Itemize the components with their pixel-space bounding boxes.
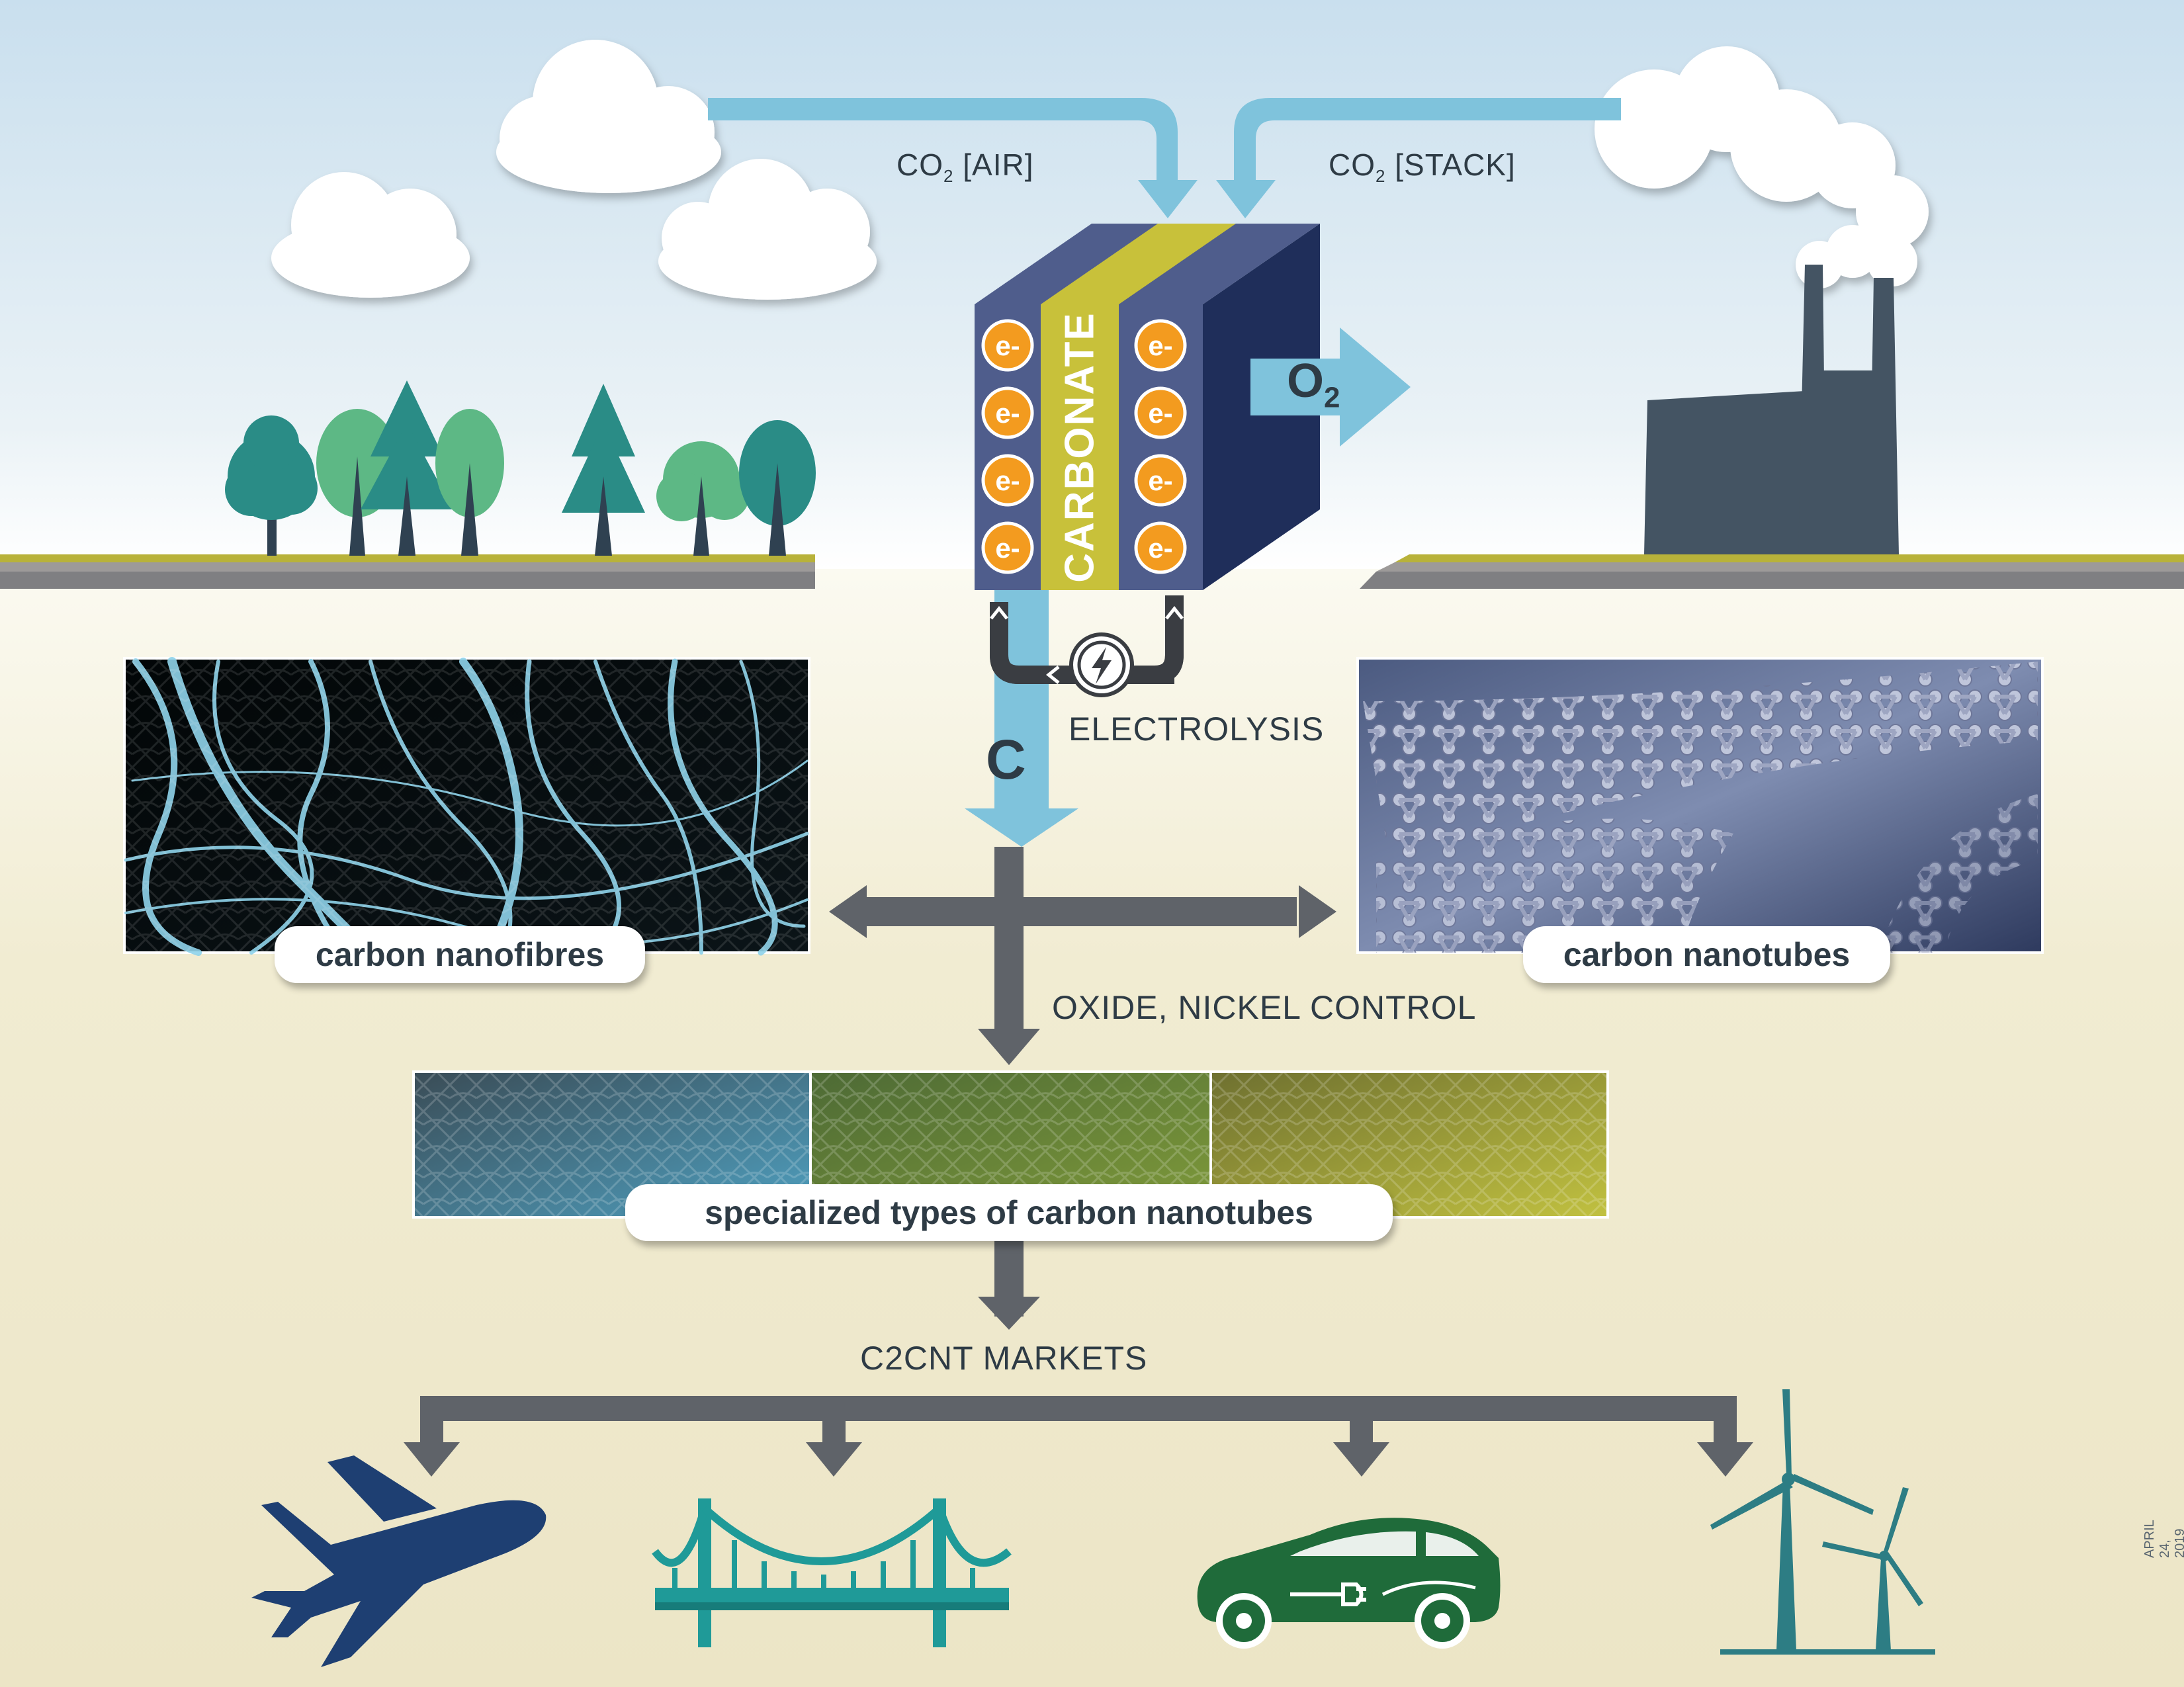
o2-arrow (1250, 327, 1411, 447)
carbon-nanofibres-caption: carbon nanofibres (275, 926, 645, 983)
carbon-output-arrow (965, 590, 1078, 847)
electron-column-left: e-e-e-e- (981, 319, 1034, 574)
tree-group (225, 380, 816, 556)
electron-label: e- (1148, 465, 1172, 496)
electron-icon: e- (1134, 521, 1187, 574)
cloud-icon (496, 40, 721, 193)
cloud-icon (658, 159, 877, 300)
carbon-nanotubes-caption: carbon nanotubes (1523, 926, 1890, 983)
carbonate-band (1041, 304, 1119, 590)
bridge-icon (652, 1498, 1012, 1647)
co2-air-label: CO2 [AIR] (896, 148, 1034, 187)
electron-label: e- (1148, 330, 1172, 361)
tree-icon (435, 409, 504, 556)
co2-stack-label: CO2 [STACK] (1329, 148, 1516, 187)
cloud-icon (271, 172, 470, 298)
tree-icon (361, 380, 453, 556)
wind-turbine-icon (1710, 1389, 1935, 1655)
flow-arrows (404, 847, 1753, 1477)
electron-column-right: e-e-e-e- (1134, 319, 1187, 574)
cloud-icon (1594, 46, 1929, 288)
electron-icon: e- (981, 386, 1034, 439)
tree-icon (562, 384, 645, 556)
co2-stack-arrow (1216, 98, 1621, 218)
electron-label: e- (995, 465, 1020, 496)
carbonate-top (1041, 224, 1236, 304)
electron-label: e- (995, 533, 1020, 564)
electrolysis-label: ELECTROLYSIS (1069, 711, 1325, 748)
c2cnt-markets-label: C2CNT MARKETS (860, 1340, 1148, 1377)
lightning-icon (1069, 632, 1134, 697)
electron-label: e- (995, 398, 1020, 429)
electron-icon: e- (981, 454, 1034, 507)
electron-icon: e- (1134, 319, 1187, 372)
co2-air-arrow (708, 98, 1198, 218)
nanotubes-image (1356, 657, 2044, 954)
airplane-icon (251, 1455, 546, 1667)
o2-label: O2 (1287, 355, 1340, 414)
carbonate-label: CARBONATE (1057, 312, 1103, 583)
electron-icon: e- (1134, 386, 1187, 439)
electron-icon: e- (1134, 454, 1187, 507)
carbon-label: C (986, 728, 1027, 791)
tree-icon (739, 420, 816, 556)
date-stamp: APRIL 24, 2019 (2142, 1520, 2184, 1558)
electron-label: e- (995, 330, 1020, 361)
electron-label: e- (1148, 398, 1172, 429)
electric-car-icon (1197, 1518, 1501, 1649)
electron-label: e- (1148, 533, 1172, 564)
oxide-nickel-control-label: OXIDE, NICKEL CONTROL (1052, 989, 1477, 1026)
right-ground-strip (1360, 554, 2184, 589)
specialized-nanotubes-caption: specialized types of carbon nanotubes (625, 1184, 1393, 1241)
tree-icon (225, 415, 318, 556)
factory-icon (1644, 265, 1899, 554)
left-ground-strip (0, 554, 815, 589)
electron-icon: e- (981, 521, 1034, 574)
electron-icon: e- (981, 319, 1034, 372)
tree-icon (656, 441, 750, 556)
nanofibres-image (123, 657, 810, 959)
